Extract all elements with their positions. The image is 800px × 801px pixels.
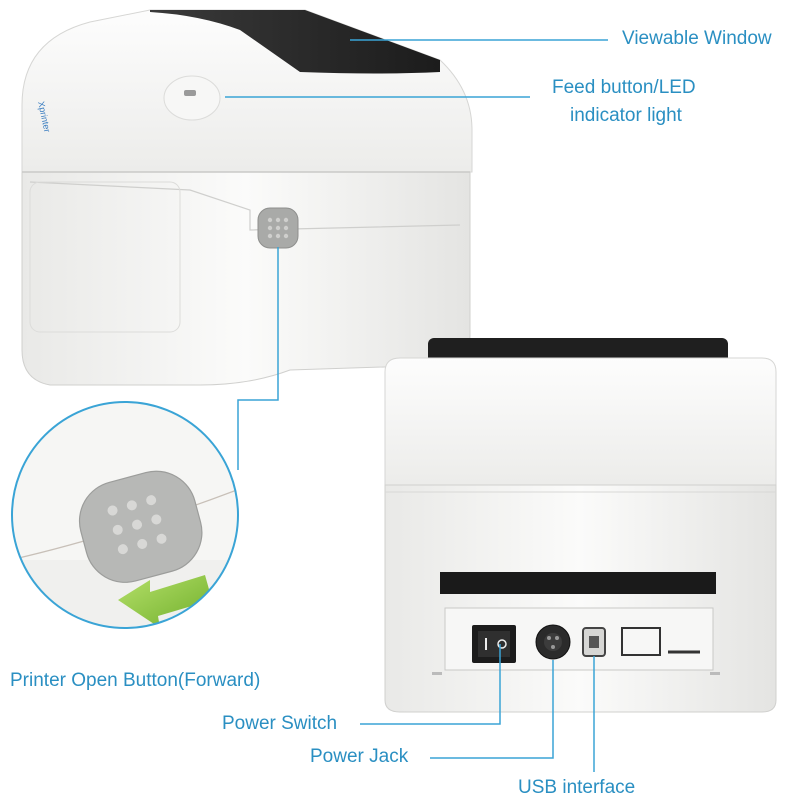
callout-feed-button-line2: indicator light	[570, 105, 682, 126]
back-printer	[384, 338, 777, 713]
callout-usb-interface: USB interface	[518, 777, 636, 798]
callout-printer-open-button: Printer Open Button(Forward)	[10, 670, 261, 691]
paper-slot	[440, 572, 716, 594]
forward-arrow-icon	[118, 575, 212, 628]
callout-viewable-window: Viewable Window	[622, 28, 772, 49]
zoom-circle	[11, 401, 239, 629]
leader-lines	[225, 39, 608, 772]
callout-power-jack: Power Jack	[310, 746, 409, 767]
feed-button	[163, 75, 221, 121]
front-printer: Xprinter	[21, 9, 473, 386]
viewable-window	[150, 10, 440, 74]
callout-feed-button-line1: Feed button/LED	[552, 77, 696, 98]
callout-power-switch: Power Switch	[222, 713, 338, 734]
led-indicator-icon	[184, 90, 196, 96]
